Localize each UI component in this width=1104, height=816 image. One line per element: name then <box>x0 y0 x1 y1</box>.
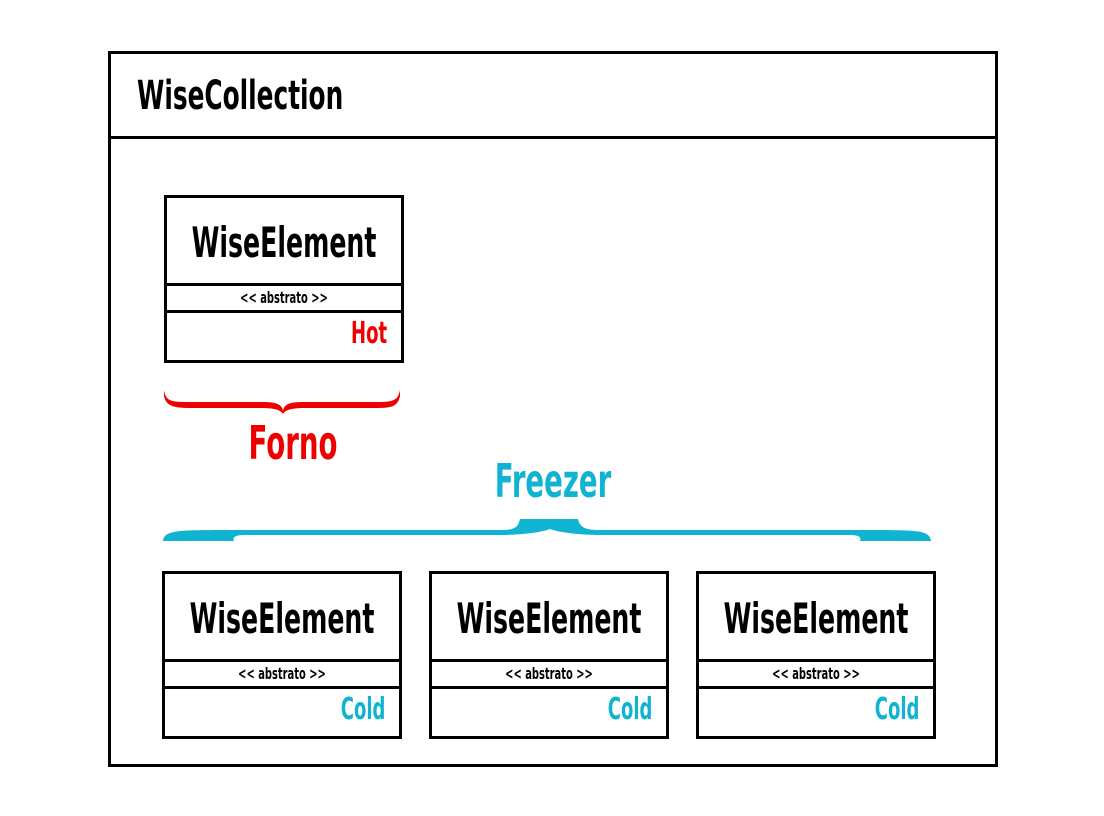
element-stereotype: << abstrato >> <box>240 288 328 307</box>
element-stereotype: << abstrato >> <box>505 664 593 683</box>
element-name-row: WiseElement <box>699 574 933 662</box>
collection-header: WiseCollection <box>111 54 995 139</box>
element-name: WiseElement <box>723 594 909 643</box>
element-temperature: Cold <box>874 692 919 727</box>
element-name-row: WiseElement <box>432 574 666 662</box>
element-stereotype: << abstrato >> <box>772 664 860 683</box>
forno-label: Forno <box>248 416 338 470</box>
element-name-row: WiseElement <box>165 574 399 662</box>
element-stereotype-row: << abstrato >> <box>432 662 666 689</box>
wise-element-cold-1: WiseElement << abstrato >> Cold <box>162 571 402 739</box>
element-stereotype-row: << abstrato >> <box>167 286 401 313</box>
wise-collection-container: WiseCollection <box>108 51 998 767</box>
element-name: WiseElement <box>189 594 375 643</box>
freezer-label: Freezer <box>494 454 612 508</box>
element-temperature: Cold <box>607 692 652 727</box>
wise-element-hot: WiseElement << abstrato >> Hot <box>164 195 404 363</box>
collection-title: WiseCollection <box>137 73 344 119</box>
element-stereotype: << abstrato >> <box>238 664 326 683</box>
wise-element-cold-3: WiseElement << abstrato >> Cold <box>696 571 936 739</box>
element-name: WiseElement <box>456 594 642 643</box>
element-temperature: Hot <box>350 316 387 351</box>
element-name: WiseElement <box>191 218 377 267</box>
wise-element-cold-2: WiseElement << abstrato >> Cold <box>429 571 669 739</box>
freezer-brace <box>163 519 931 541</box>
element-stereotype-row: << abstrato >> <box>699 662 933 689</box>
element-stereotype-row: << abstrato >> <box>165 662 399 689</box>
element-name-row: WiseElement <box>167 198 401 286</box>
element-temperature: Cold <box>340 692 385 727</box>
forno-brace <box>164 390 400 414</box>
